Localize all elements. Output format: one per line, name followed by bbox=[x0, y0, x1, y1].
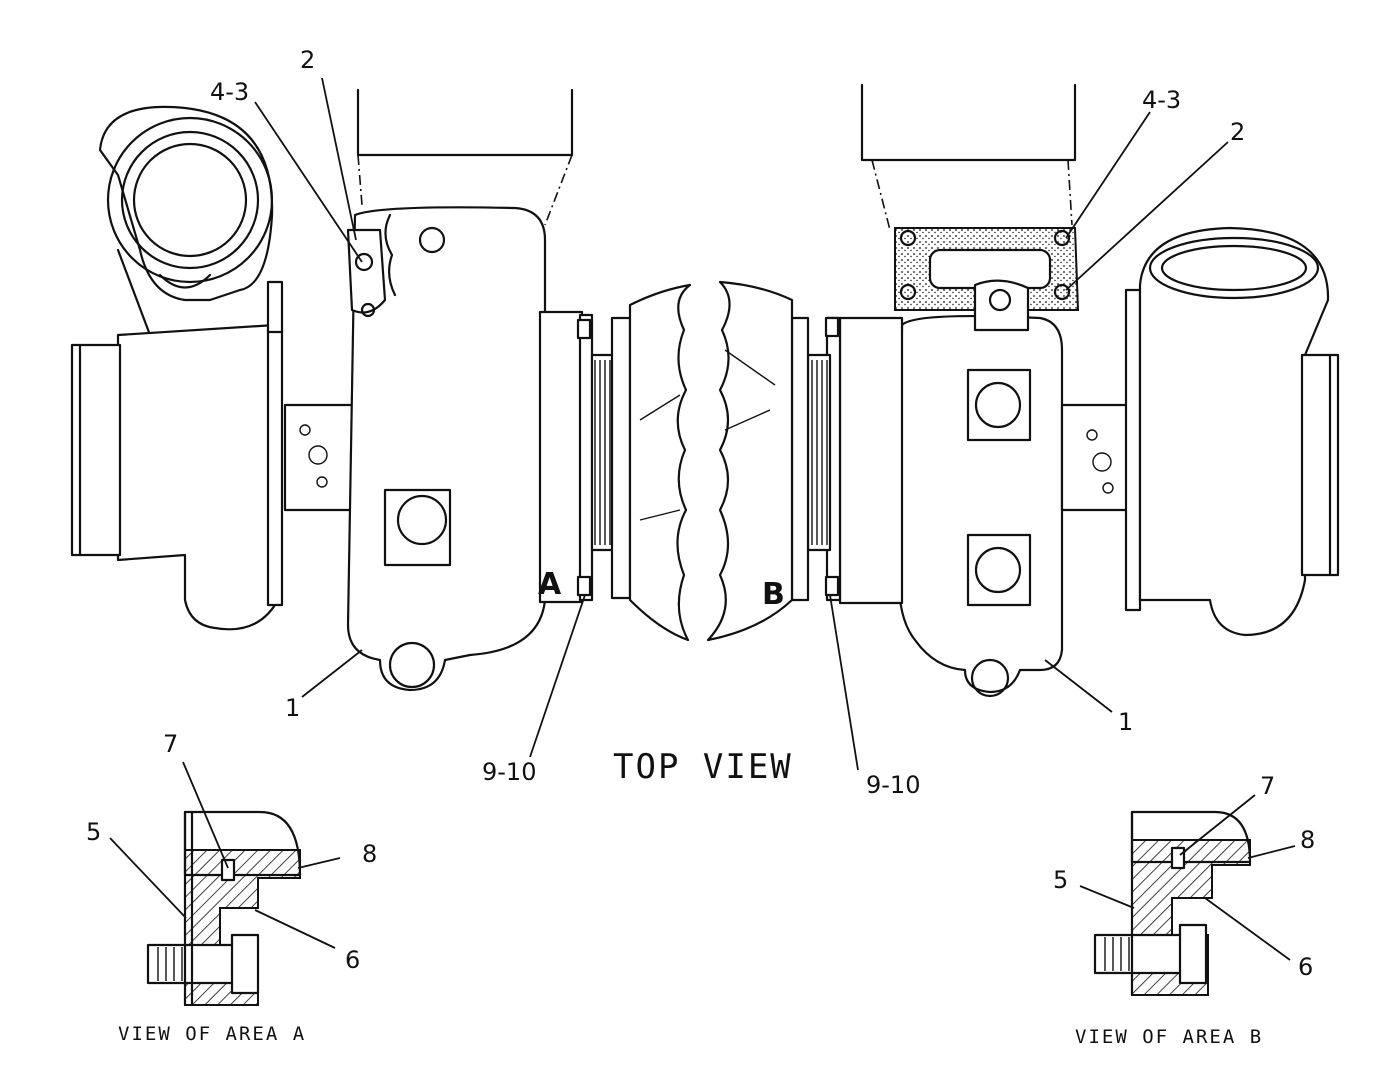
callout-4-3-right: 4-3 bbox=[1142, 86, 1181, 114]
callout-4-3-left: 4-3 bbox=[210, 78, 249, 106]
callout-1-left: 1 bbox=[285, 694, 300, 722]
callout-2-right: 2 bbox=[1230, 118, 1245, 146]
detail-b-callout-6: 6 bbox=[1298, 953, 1313, 981]
detail-a-caption: VIEW OF AREA A bbox=[118, 1023, 306, 1045]
callout-9-10-right: 9-10 bbox=[866, 771, 920, 799]
detail-b-callout-8: 8 bbox=[1300, 826, 1315, 854]
view-title: TOP VIEW bbox=[613, 747, 793, 787]
detail-a-callout-8: 8 bbox=[362, 840, 377, 868]
right-turbocharger bbox=[706, 83, 1340, 698]
callout-2-left: 2 bbox=[300, 46, 315, 74]
detail-view-b bbox=[1093, 810, 1252, 997]
detail-a-callout-7: 7 bbox=[163, 730, 178, 758]
detail-a-callout-6: 6 bbox=[345, 946, 360, 974]
detail-a-callout-5: 5 bbox=[86, 818, 101, 846]
left-turbocharger bbox=[70, 88, 692, 692]
detail-b-callout-7: 7 bbox=[1260, 772, 1275, 800]
detail-b-callout-5: 5 bbox=[1053, 866, 1068, 894]
leader-lines bbox=[109, 77, 1296, 961]
area-marker-b: B bbox=[762, 577, 785, 612]
area-marker-a: A bbox=[538, 567, 562, 602]
detail-view-a bbox=[146, 810, 302, 1007]
detail-b-caption: VIEW OF AREA B bbox=[1075, 1026, 1263, 1048]
callout-1-right: 1 bbox=[1118, 708, 1133, 736]
callout-9-10-left: 9-10 bbox=[482, 758, 536, 786]
